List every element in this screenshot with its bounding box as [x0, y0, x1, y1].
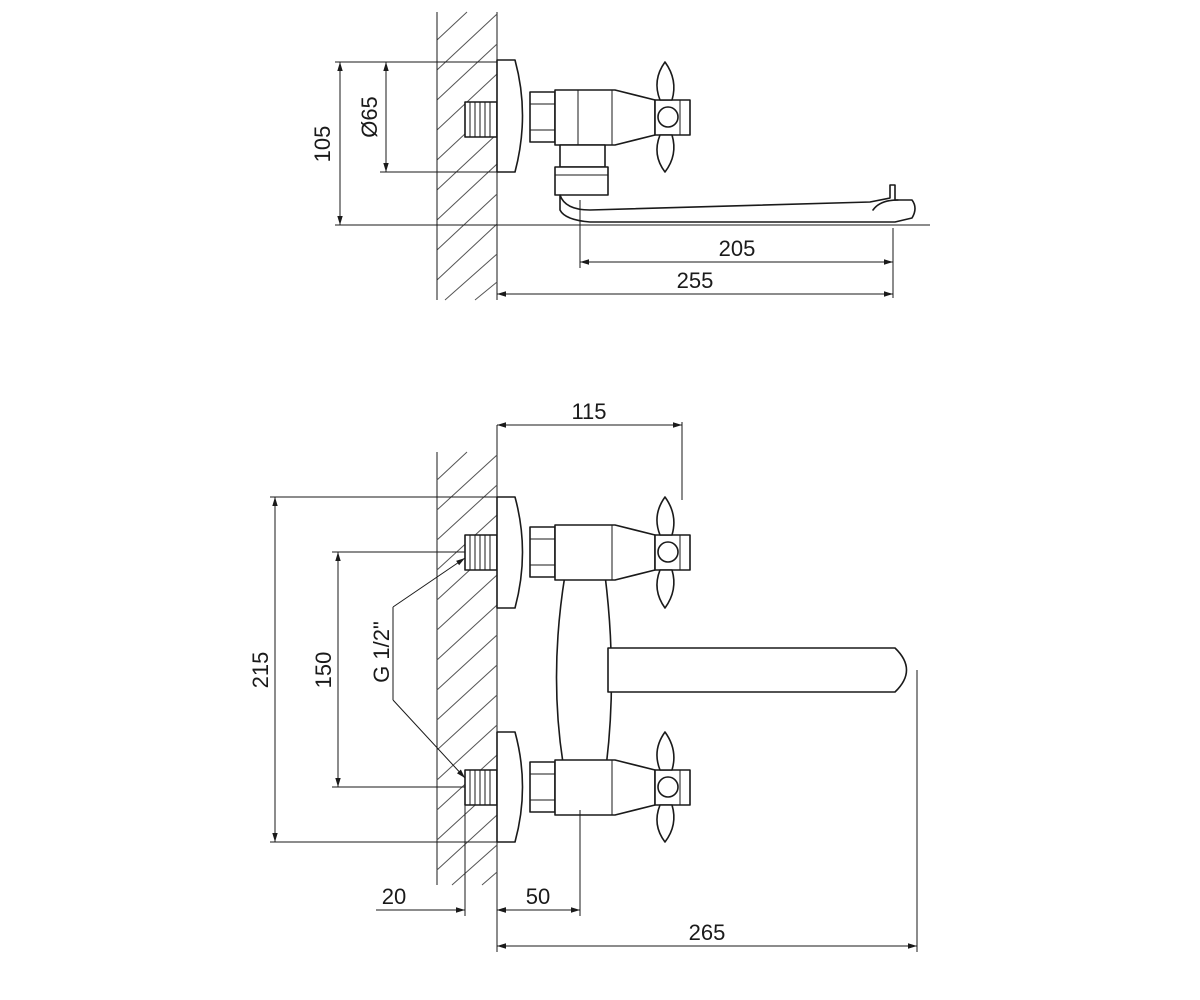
- valve-body-top: [554, 524, 656, 581]
- dim-total-width-label: 265: [689, 920, 726, 945]
- dim-spout-reach-label: 205: [719, 236, 756, 261]
- dim-total-depth-label: 255: [677, 268, 714, 293]
- dimension-thread-length: 20: [376, 805, 519, 916]
- neck-side: [559, 144, 606, 168]
- cross-handle-top: [654, 496, 691, 609]
- dim-thread-length-label: 20: [382, 884, 406, 909]
- front-view: 115 215 150 G 1/2" 20: [248, 399, 918, 952]
- hex-nut-side: [529, 91, 556, 143]
- dim-height-label: 105: [310, 126, 335, 163]
- dimension-top-depth: 115: [497, 399, 683, 500]
- dimension-total-width: 265: [496, 670, 918, 952]
- dimension-total-height: 215: [248, 496, 497, 843]
- wall-flange-top: [496, 496, 524, 609]
- dimension-total-depth: 255: [497, 268, 893, 297]
- dimension-diameter-side: Ø65: [357, 61, 497, 173]
- dim-top-depth-label: 115: [571, 399, 606, 424]
- thread-callout: G 1/2": [369, 557, 466, 779]
- side-view: 105 Ø65 205 255: [310, 11, 930, 301]
- spout-front: [607, 647, 908, 693]
- wall-flange-side: [496, 59, 524, 173]
- hex-nut-bottom: [529, 761, 556, 813]
- inlet-fitting-bottom: [464, 769, 498, 806]
- dim-total-height-label: 215: [248, 652, 273, 689]
- mixer-body-front: [555, 574, 613, 776]
- dim-inlet-spacing-label: 150: [311, 652, 336, 689]
- inlet-fitting-side: [464, 101, 498, 138]
- dim-nut-offset-label: 50: [526, 884, 550, 909]
- dimension-inlet-spacing: 150: [311, 551, 465, 788]
- wall-hatching-side: [436, 11, 498, 301]
- cross-handle-side: [654, 61, 691, 173]
- dimension-spout-reach: 205: [579, 200, 894, 298]
- wall-hatching-front: [436, 425, 498, 912]
- wall-flange-bottom: [496, 731, 524, 843]
- hex-nut-top: [529, 526, 556, 578]
- spout-side: [559, 184, 916, 223]
- dim-diameter-label: Ø65: [357, 96, 382, 138]
- swivel-ring-side: [554, 166, 609, 196]
- valve-body-bottom: [554, 759, 656, 816]
- thread-label: G 1/2": [369, 621, 394, 683]
- cross-handle-bottom: [654, 731, 691, 843]
- mixer-body-side: [554, 89, 656, 146]
- dimension-nut-offset: 50: [497, 810, 581, 916]
- inlet-fitting-top: [464, 534, 498, 571]
